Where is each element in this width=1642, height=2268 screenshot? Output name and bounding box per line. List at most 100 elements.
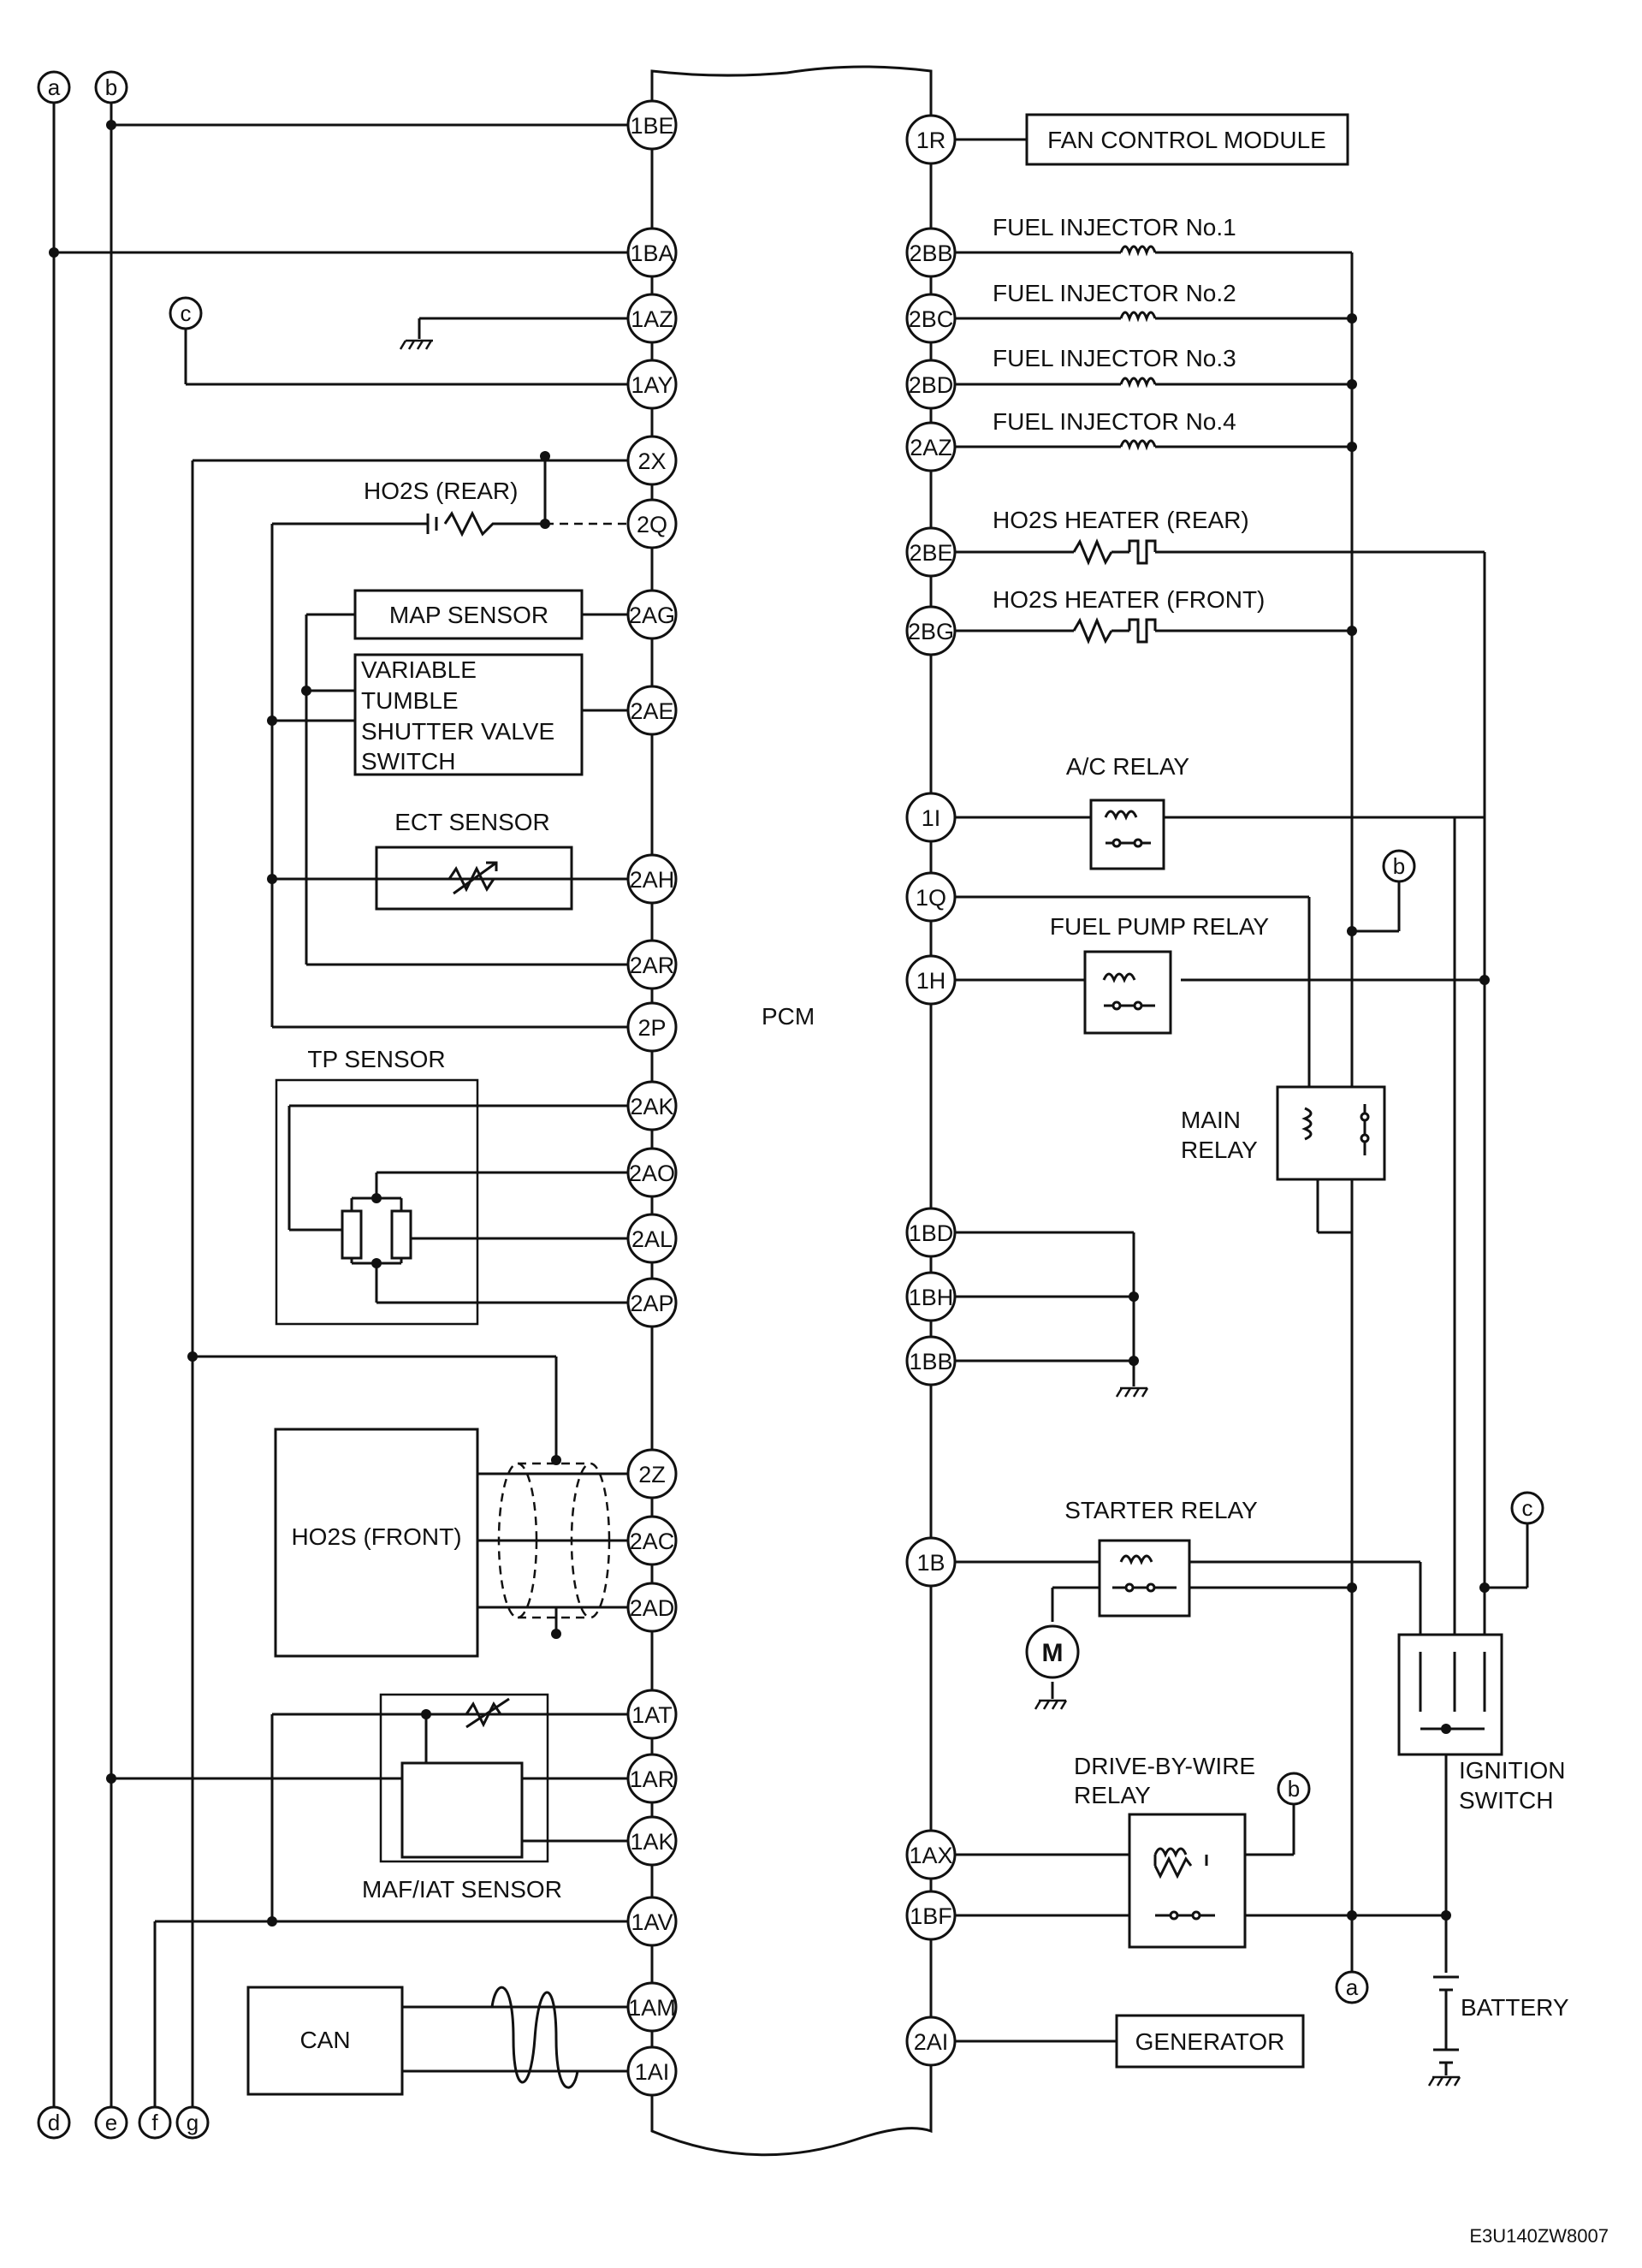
pin-2AK: 2AK [626, 1080, 678, 1131]
svg-text:1AZ: 1AZ [631, 306, 673, 332]
pin-2X: 2X [626, 435, 678, 486]
ignition-switch: IGNITION SWITCH [1397, 1633, 1565, 1814]
left-bus-lines [52, 103, 194, 2107]
pin-1AR: 1AR [626, 1753, 678, 1804]
svg-text:M: M [1042, 1639, 1064, 1667]
svg-text:1I: 1I [922, 805, 941, 831]
ho2s-rear-label: HO2S (REAR) [364, 478, 518, 504]
fuel-injector-4-label: FUEL INJECTOR No.4 [993, 408, 1236, 435]
svg-text:1AY: 1AY [631, 372, 673, 398]
svg-text:RELAY: RELAY [1074, 1782, 1151, 1808]
svg-text:b: b [1393, 853, 1405, 879]
svg-text:1BB: 1BB [909, 1349, 952, 1374]
pin-1AX: 1AX [905, 1829, 957, 1880]
svg-text:GENERATOR: GENERATOR [1135, 2028, 1285, 2055]
pin-2BB: 2BB [905, 227, 957, 278]
svg-text:2Q: 2Q [637, 512, 667, 537]
svg-text:MAP SENSOR: MAP SENSOR [389, 602, 548, 628]
battery: BATTERY [1427, 1975, 1569, 2087]
svg-text:d: d [48, 2110, 60, 2135]
svg-text:VARIABLE: VARIABLE [361, 656, 477, 683]
pin-2AC: 2AC [626, 1515, 678, 1566]
svg-text:SWITCH: SWITCH [1459, 1787, 1553, 1814]
svg-text:f: f [151, 2110, 158, 2135]
ho2s-heater-front-label: HO2S HEATER (FRONT) [993, 586, 1265, 613]
svg-text:1R: 1R [916, 128, 946, 153]
svg-text:2P: 2P [637, 1015, 666, 1041]
pin-1H: 1H [905, 954, 957, 1006]
pin-2AI: 2AI [905, 2016, 957, 2067]
pin-2P: 2P [626, 1001, 678, 1053]
pin-1AT: 1AT [626, 1689, 678, 1740]
pin-1BF: 1BF [905, 1890, 957, 1941]
pin-1BD: 1BD [905, 1207, 957, 1258]
svg-text:SHUTTER VALVE: SHUTTER VALVE [361, 718, 554, 745]
starter-relay: STARTER RELAY [1064, 1497, 1258, 1618]
left-wiring [49, 120, 637, 2073]
svg-text:2AC: 2AC [630, 1529, 675, 1554]
svg-text:MAF/IAT SENSOR: MAF/IAT SENSOR [362, 1876, 562, 1903]
svg-text:ECT SENSOR: ECT SENSOR [394, 809, 550, 835]
pin-1AY: 1AY [626, 359, 678, 410]
connector-e: e [94, 2105, 128, 2140]
pin-2BE: 2BE [905, 526, 957, 578]
connector-f: f [138, 2105, 172, 2140]
connector-b-top: b [94, 70, 128, 104]
ect-sensor: ECT SENSOR [375, 809, 573, 911]
fuel-pump-relay: FUEL PUMP RELAY [1050, 913, 1269, 1035]
svg-text:2AK: 2AK [630, 1094, 673, 1119]
svg-text:CAN: CAN [299, 2027, 350, 2053]
pin-2AE: 2AE [626, 685, 678, 736]
figure-code: E3U140ZW8007 [1469, 2225, 1609, 2247]
svg-text:1BD: 1BD [909, 1220, 954, 1246]
svg-text:1AI: 1AI [635, 2059, 670, 2085]
svg-text:1AV: 1AV [631, 1909, 673, 1935]
svg-text:1BH: 1BH [909, 1285, 954, 1310]
connector-b-right: b [1382, 849, 1416, 883]
maf-iat-sensor: MAF/IAT SENSOR [362, 1693, 562, 1903]
connector-c-right: c [1510, 1491, 1544, 1525]
ho2s-heater-rear-label: HO2S HEATER (REAR) [993, 507, 1249, 533]
svg-text:2AZ: 2AZ [910, 435, 952, 460]
tp-sensor: TP SENSOR [275, 1046, 479, 1326]
fuel-injector-3-label: FUEL INJECTOR No.3 [993, 345, 1236, 371]
svg-text:1AK: 1AK [630, 1829, 673, 1855]
svg-text:1AR: 1AR [630, 1766, 675, 1792]
svg-text:TP SENSOR: TP SENSOR [307, 1046, 445, 1072]
svg-text:b: b [1288, 1776, 1300, 1802]
fuel-injector-2-label: FUEL INJECTOR No.2 [993, 280, 1236, 306]
svg-text:2AG: 2AG [629, 603, 675, 628]
ac-relay: A/C RELAY [1066, 753, 1189, 870]
starter-motor-icon: M [1025, 1624, 1080, 1679]
can-module: CAN [246, 1986, 579, 2096]
pin-1BE: 1BE [626, 99, 678, 151]
svg-text:2AO: 2AO [629, 1161, 675, 1186]
pin-2AZ: 2AZ [905, 421, 957, 472]
svg-text:b: b [105, 74, 117, 100]
svg-text:2Z: 2Z [638, 1462, 666, 1487]
pin-2Q: 2Q [626, 498, 678, 549]
svg-text:2BD: 2BD [909, 372, 954, 398]
pin-1AK: 1AK [626, 1815, 678, 1867]
svg-text:1BF: 1BF [910, 1903, 952, 1929]
svg-text:c: c [1522, 1495, 1533, 1521]
svg-text:2X: 2X [637, 448, 666, 474]
svg-text:MAIN: MAIN [1181, 1107, 1241, 1133]
svg-text:2AL: 2AL [631, 1226, 673, 1252]
svg-text:1Q: 1Q [916, 885, 946, 911]
svg-text:c: c [181, 300, 192, 326]
pin-1AM: 1AM [626, 1981, 678, 2033]
svg-text:2BE: 2BE [909, 540, 952, 566]
svg-text:1BE: 1BE [630, 113, 673, 139]
pin-2Z: 2Z [626, 1448, 678, 1499]
pin-1AI: 1AI [626, 2045, 678, 2097]
pin-1B: 1B [905, 1536, 957, 1588]
pin-2AL: 2AL [626, 1213, 678, 1264]
pin-1Q: 1Q [905, 871, 957, 923]
pin-2AO: 2AO [626, 1147, 678, 1198]
connector-b-dbw: b [1277, 1772, 1311, 1806]
pin-2BD: 2BD [905, 359, 957, 410]
svg-text:SWITCH: SWITCH [361, 748, 455, 775]
svg-text:2AH: 2AH [630, 867, 675, 893]
